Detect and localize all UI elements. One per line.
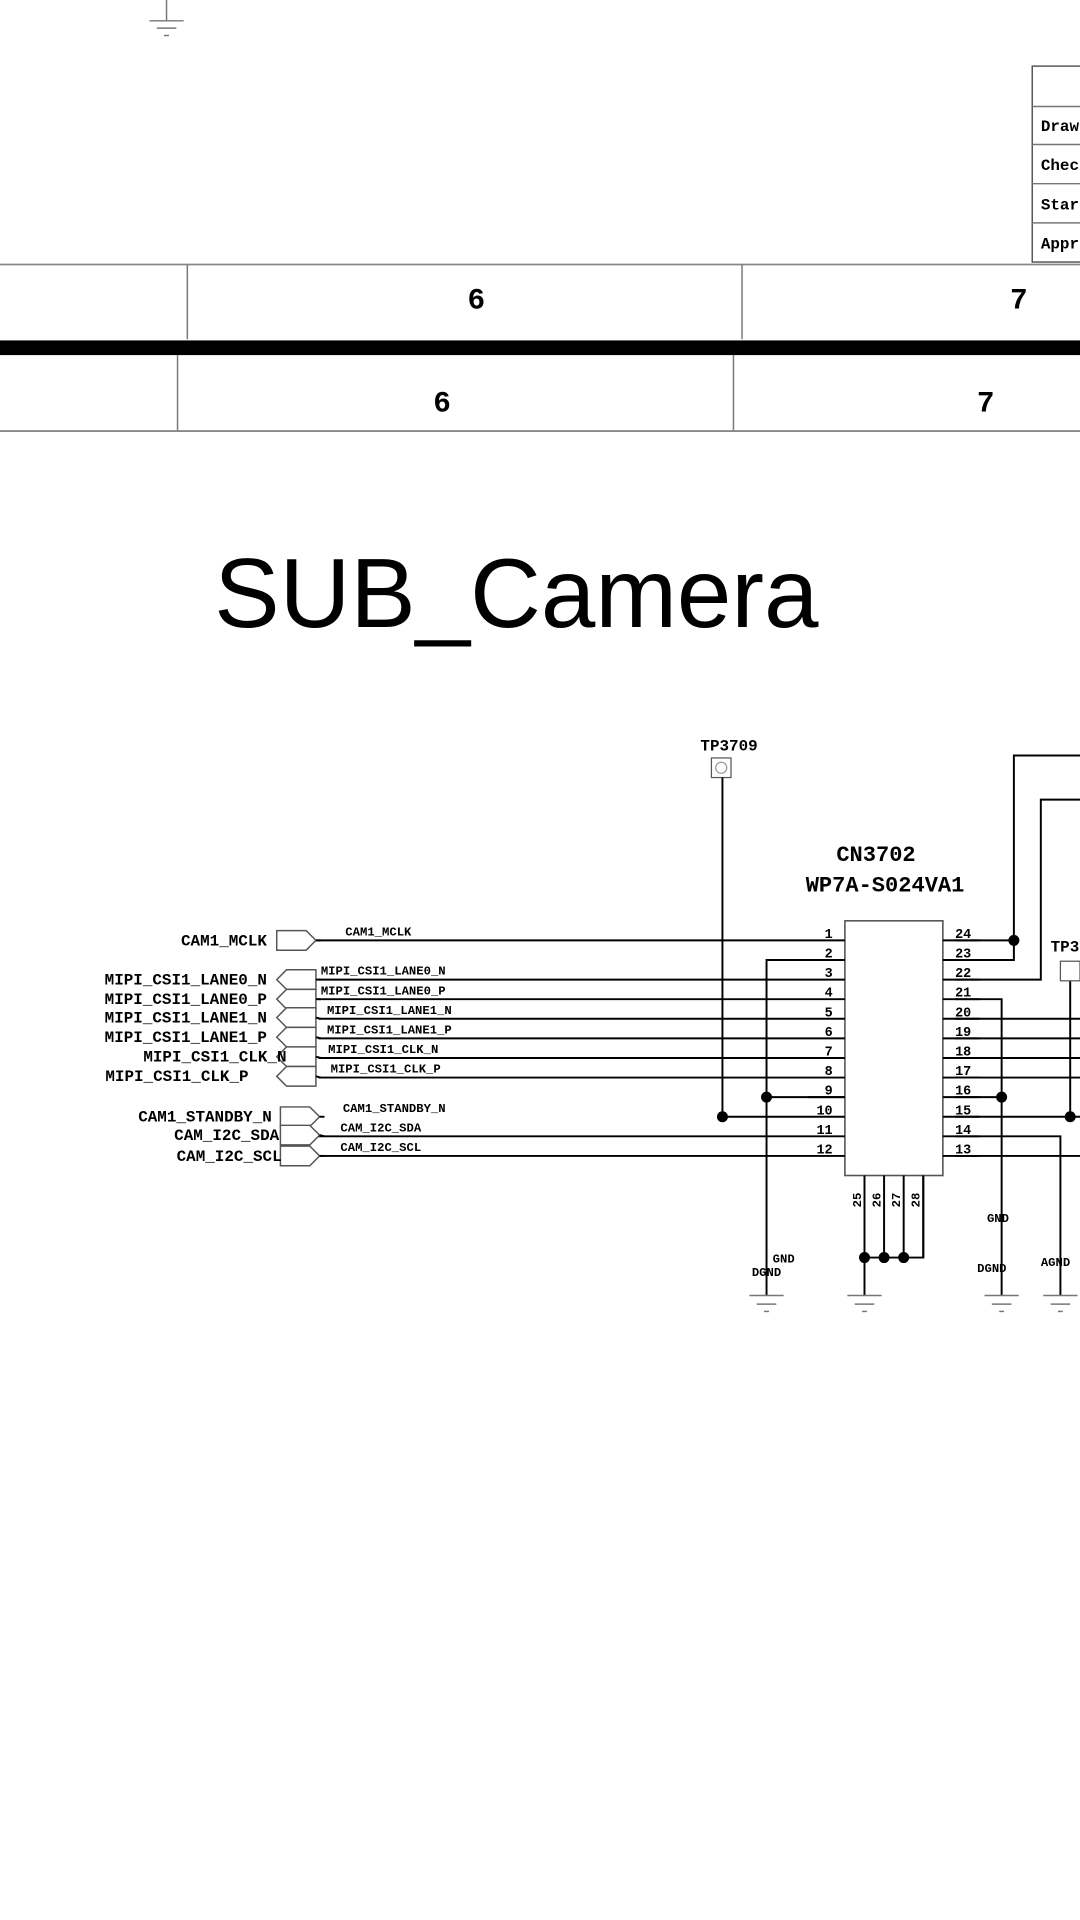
sheet-border-band bbox=[0, 340, 1080, 356]
pin-number: 16 bbox=[955, 1085, 971, 1100]
pin-number: 2 bbox=[825, 948, 833, 963]
zone-7-top: 7 bbox=[1010, 285, 1028, 318]
pin-number: 15 bbox=[955, 1104, 971, 1119]
title-block: Draw Chec Star Appr bbox=[1031, 65, 1080, 263]
net-label: MIPI_CSI1_LANE1_P bbox=[327, 1023, 452, 1037]
pin-number: 20 bbox=[955, 1006, 971, 1021]
port-connector[interactable] bbox=[275, 1026, 317, 1048]
pin-number: 23 bbox=[955, 948, 971, 963]
testpoint-label-2: TP3 bbox=[1051, 938, 1080, 956]
pin-number: 10 bbox=[816, 1104, 832, 1119]
pin-number: 27 bbox=[890, 1193, 904, 1208]
net-label: MIPI_CSI1_LANE1_N bbox=[327, 1004, 452, 1018]
port-connector[interactable] bbox=[275, 988, 317, 1010]
title-block-draw: Draw bbox=[1041, 118, 1080, 136]
title-block-standard: Star bbox=[1041, 196, 1079, 214]
ground-symbol-icon bbox=[749, 1294, 784, 1313]
port-connector[interactable] bbox=[275, 1065, 317, 1087]
port-connector[interactable] bbox=[279, 1106, 321, 1128]
port-label: CAM_I2C_SCL bbox=[177, 1148, 282, 1166]
testpoint-icon bbox=[710, 757, 732, 779]
left-ground-wiring bbox=[716, 959, 925, 1296]
pin-number: 8 bbox=[825, 1065, 833, 1080]
pin-number: 21 bbox=[955, 987, 971, 1002]
pin-number: 9 bbox=[825, 1085, 833, 1100]
pin-number: 26 bbox=[870, 1193, 884, 1208]
pin-number: 28 bbox=[910, 1193, 924, 1208]
agnd-label: AGND bbox=[1041, 1256, 1070, 1270]
port-wire bbox=[315, 1016, 322, 1020]
port-wire bbox=[315, 1075, 322, 1079]
pin-number: 17 bbox=[955, 1065, 971, 1080]
port-connector[interactable] bbox=[275, 969, 317, 991]
testpoint-icon bbox=[1059, 960, 1080, 982]
gnd-label: GND bbox=[773, 1252, 795, 1266]
net-label: MIPI_CSI1_CLK_P bbox=[331, 1063, 441, 1077]
port-wire bbox=[315, 1055, 322, 1059]
ground-symbol-icon bbox=[1043, 1294, 1078, 1313]
port-wire bbox=[319, 1134, 325, 1138]
net-label: CAM1_STANDBY_N bbox=[343, 1102, 446, 1116]
pin-number: 13 bbox=[955, 1143, 971, 1158]
pin-number: 14 bbox=[955, 1124, 971, 1139]
port-connector[interactable] bbox=[279, 1124, 321, 1146]
connector-body[interactable] bbox=[844, 920, 944, 1177]
ground-symbol-icon bbox=[847, 1294, 882, 1313]
port-label: MIPI_CSI1_LANE0_P bbox=[105, 991, 267, 1009]
port-connector[interactable] bbox=[275, 1007, 317, 1029]
pin-number: 12 bbox=[816, 1143, 832, 1158]
pin-number: 25 bbox=[851, 1193, 865, 1208]
pin-number: 19 bbox=[955, 1026, 971, 1041]
zone-6-bottom: 6 bbox=[433, 387, 451, 420]
pin-number: 24 bbox=[955, 928, 971, 943]
port-label: CAM_I2C_SDA bbox=[174, 1127, 279, 1145]
pin-number: 5 bbox=[825, 1006, 833, 1021]
gnd-label: GND bbox=[987, 1212, 1009, 1226]
port-connector[interactable] bbox=[276, 929, 317, 951]
port-label: CAM1_STANDBY_N bbox=[138, 1109, 272, 1127]
port-wire bbox=[315, 1036, 322, 1040]
port-label: MIPI_CSI1_LANE1_N bbox=[105, 1009, 267, 1027]
net-label: CAM_I2C_SCL bbox=[340, 1141, 421, 1155]
ground-symbol-icon bbox=[149, 0, 184, 37]
pin-number: 11 bbox=[816, 1124, 832, 1139]
zone-6-top: 6 bbox=[468, 285, 486, 318]
port-label: MIPI_CSI1_LANE1_P bbox=[105, 1029, 267, 1047]
title-block-approve: Appr bbox=[1041, 236, 1079, 254]
connector-ref: CN3702 bbox=[836, 843, 915, 868]
pin-number: 3 bbox=[825, 967, 833, 982]
port-label: MIPI_CSI1_LANE0_N bbox=[105, 971, 267, 989]
pin-number: 1 bbox=[825, 928, 833, 943]
right-side-wiring bbox=[955, 754, 1080, 1296]
net-label: MIPI_CSI1_LANE0_P bbox=[321, 984, 446, 998]
title-block-check: Chec bbox=[1041, 157, 1079, 175]
port-connector[interactable] bbox=[279, 1145, 321, 1167]
testpoint-label: TP3709 bbox=[700, 738, 757, 756]
port-label: MIPI_CSI1_CLK_P bbox=[105, 1068, 248, 1086]
pin-number: 18 bbox=[955, 1046, 971, 1061]
pin-number: 4 bbox=[825, 987, 833, 1002]
port-label: MIPI_CSI1_CLK_N bbox=[143, 1049, 286, 1067]
dgnd-label: DGND bbox=[752, 1266, 781, 1280]
sheet-title: SUB_Camera bbox=[214, 538, 819, 648]
net-label: MIPI_CSI1_LANE0_N bbox=[321, 965, 446, 979]
zone-ruler-bottom: 6 7 bbox=[0, 355, 1080, 432]
pin-number: 22 bbox=[955, 967, 971, 982]
net-label: MIPI_CSI1_CLK_N bbox=[328, 1043, 438, 1057]
zone-ruler-top: 6 7 bbox=[0, 263, 1080, 340]
ground-symbol-icon bbox=[984, 1294, 1019, 1313]
net-label: CAM1_MCLK bbox=[345, 926, 412, 940]
pin-number: 7 bbox=[825, 1046, 833, 1061]
dgnd-label: DGND bbox=[977, 1262, 1006, 1276]
connector-part: WP7A-S024VA1 bbox=[806, 873, 965, 898]
zone-7-bottom: 7 bbox=[977, 387, 995, 420]
pin-number: 6 bbox=[825, 1026, 833, 1041]
port-label: CAM1_MCLK bbox=[181, 932, 267, 950]
net-label: CAM_I2C_SDA bbox=[340, 1121, 421, 1135]
